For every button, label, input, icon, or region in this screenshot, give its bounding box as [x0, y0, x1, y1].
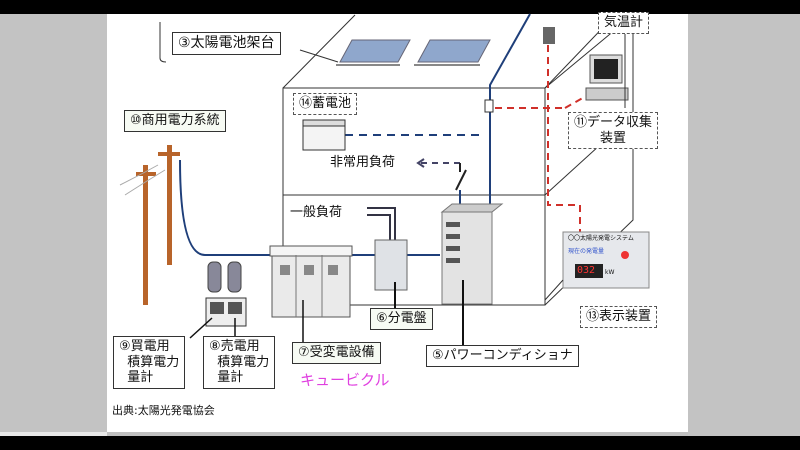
distribution-board-label: ⑥分電盤 — [370, 308, 433, 330]
data-collector-line: 装置 — [600, 130, 627, 146]
general-load-label: 一般負荷 — [290, 205, 343, 220]
battery-icon — [302, 119, 346, 151]
distribution-board-icon — [374, 239, 408, 291]
buy-meter-line: 量計 — [127, 370, 154, 386]
sell-meter-line: ⑧売電用 — [209, 339, 260, 354]
power-conditioner-icon — [440, 203, 504, 305]
thermometer-icon — [543, 27, 555, 44]
computer-icon — [585, 54, 629, 101]
buy-meter-line: ⑨買電用 — [119, 339, 170, 354]
top-bar — [0, 0, 800, 14]
substation-label: ⑦受変電設備 — [292, 342, 381, 364]
cubicle-label: キュービクル — [300, 371, 390, 389]
source-credit: 出典:太陽光発電協会 — [112, 404, 215, 417]
sell-meter-label: ⑧売電用 積算電力 量計 — [203, 336, 275, 389]
power-line — [179, 13, 531, 256]
grid-label: ⑩商用電力系統 — [124, 110, 226, 132]
sell-meter-line: 積算電力 — [217, 354, 270, 370]
horizontal-scrollbar[interactable] — [0, 432, 107, 436]
left-margin — [0, 14, 107, 436]
solar-panel-icon — [336, 39, 491, 66]
meter-icon — [205, 261, 247, 327]
right-margin — [688, 14, 800, 436]
bottom-bar — [0, 436, 800, 450]
battery-label: ⑭蓄電池 — [293, 93, 358, 115]
display-subtitle: 現在の発電量 — [568, 248, 605, 255]
display-title: 〇〇太陽光発電システム — [568, 235, 634, 242]
display-device-label: ⑬表示装置 — [580, 306, 658, 328]
buy-meter-line: 積算電力 — [127, 354, 180, 370]
emergency-load-label: 非常用負荷 — [330, 155, 396, 170]
power-conditioner-label: ⑤パワーコンディショナ — [426, 345, 579, 367]
display-device-icon — [562, 231, 650, 289]
data-collector-line: ⑪データ収集 — [574, 115, 653, 130]
switch-icon — [455, 163, 467, 191]
display-value: 032 — [577, 265, 596, 276]
utility-pole-icon — [136, 145, 180, 305]
sell-meter-line: 量計 — [217, 370, 244, 386]
solar-frame-label: ③太陽電池架台 — [172, 32, 281, 55]
cubicle-icon — [269, 245, 353, 318]
data-line — [495, 45, 589, 232]
data-collector-label: ⑪データ収集装置 — [568, 112, 659, 150]
display-unit: kW — [605, 269, 615, 276]
weather-label: 気温計 — [598, 12, 650, 34]
buy-meter-label: ⑨買電用 積算電力 量計 — [113, 336, 185, 389]
